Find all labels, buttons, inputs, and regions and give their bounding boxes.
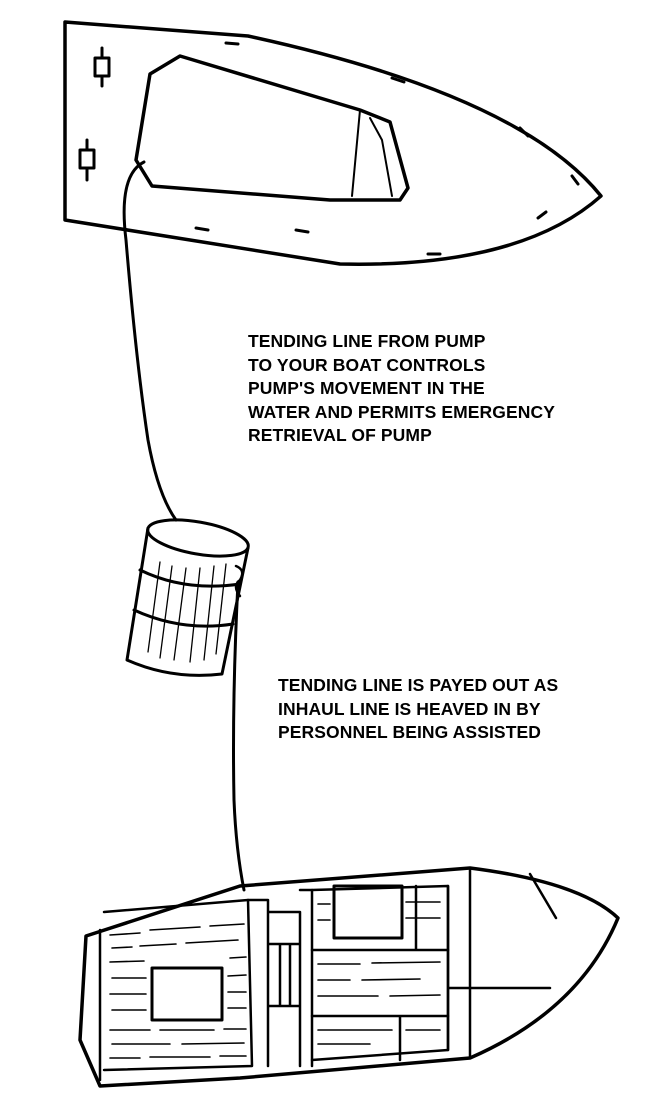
tending-line-payed-out-caption: TENDING LINE IS PAYED OUT AS INHAUL LINE… <box>278 674 558 745</box>
tending-line-lower <box>232 580 246 892</box>
caption-line: PERSONNEL BEING ASSISTED <box>278 722 542 742</box>
pump-drum-shading <box>147 561 227 663</box>
salvage-pump-drum <box>125 518 250 677</box>
caption-line: TO YOUR BOAT CONTROLS <box>248 354 486 375</box>
assisted-boat-aft-hatch <box>150 966 224 1022</box>
caption-line: TENDING LINE IS PAYED OUT AS <box>278 675 559 695</box>
caption-line: INHAUL LINE IS HEAVED IN BY <box>278 698 541 719</box>
pump-drum-lid <box>146 518 250 558</box>
assisted-boat-forward-hatch <box>332 884 404 940</box>
assisted-boat-hull <box>78 866 620 1088</box>
assisted-boat-aft-planking <box>109 923 247 1059</box>
assisting-boat-hull <box>63 20 603 266</box>
assisted-boat-aft-deck <box>102 898 254 1072</box>
assisted-boat-cabin <box>310 884 450 1062</box>
assisted-boat-cabin-partitions <box>310 884 450 1062</box>
assisted-boat-midship-structure <box>246 888 314 1068</box>
assisting-boat-cleat-bottom <box>78 138 96 182</box>
assisting-boat-cleat-top <box>93 46 111 88</box>
caption-line: RETRIEVAL OF PUMP <box>248 425 432 445</box>
tending-line-upper <box>122 160 178 522</box>
pump-drum-hoops <box>132 568 242 628</box>
assisting-boat-deck-fittings <box>194 41 580 256</box>
caption-line: PUMP'S MOVEMENT IN THE <box>248 378 485 398</box>
caption-line: TENDING LINE FROM PUMP <box>248 331 486 351</box>
assisting-boat <box>63 20 603 266</box>
pump-drum-body <box>125 526 250 677</box>
tending-line-from-pump-caption: TENDING LINE FROM PUMP TO YOUR BOAT CONT… <box>248 330 555 448</box>
assisted-boat <box>78 866 620 1088</box>
assisted-boat-bow-lines <box>446 866 558 1060</box>
assisted-boat-cabin-planking <box>317 901 441 1045</box>
caption-line: WATER AND PERMITS EMERGENCY <box>248 401 556 422</box>
assisting-boat-cabin-trim <box>351 109 393 197</box>
assisting-boat-cabin <box>134 54 410 202</box>
